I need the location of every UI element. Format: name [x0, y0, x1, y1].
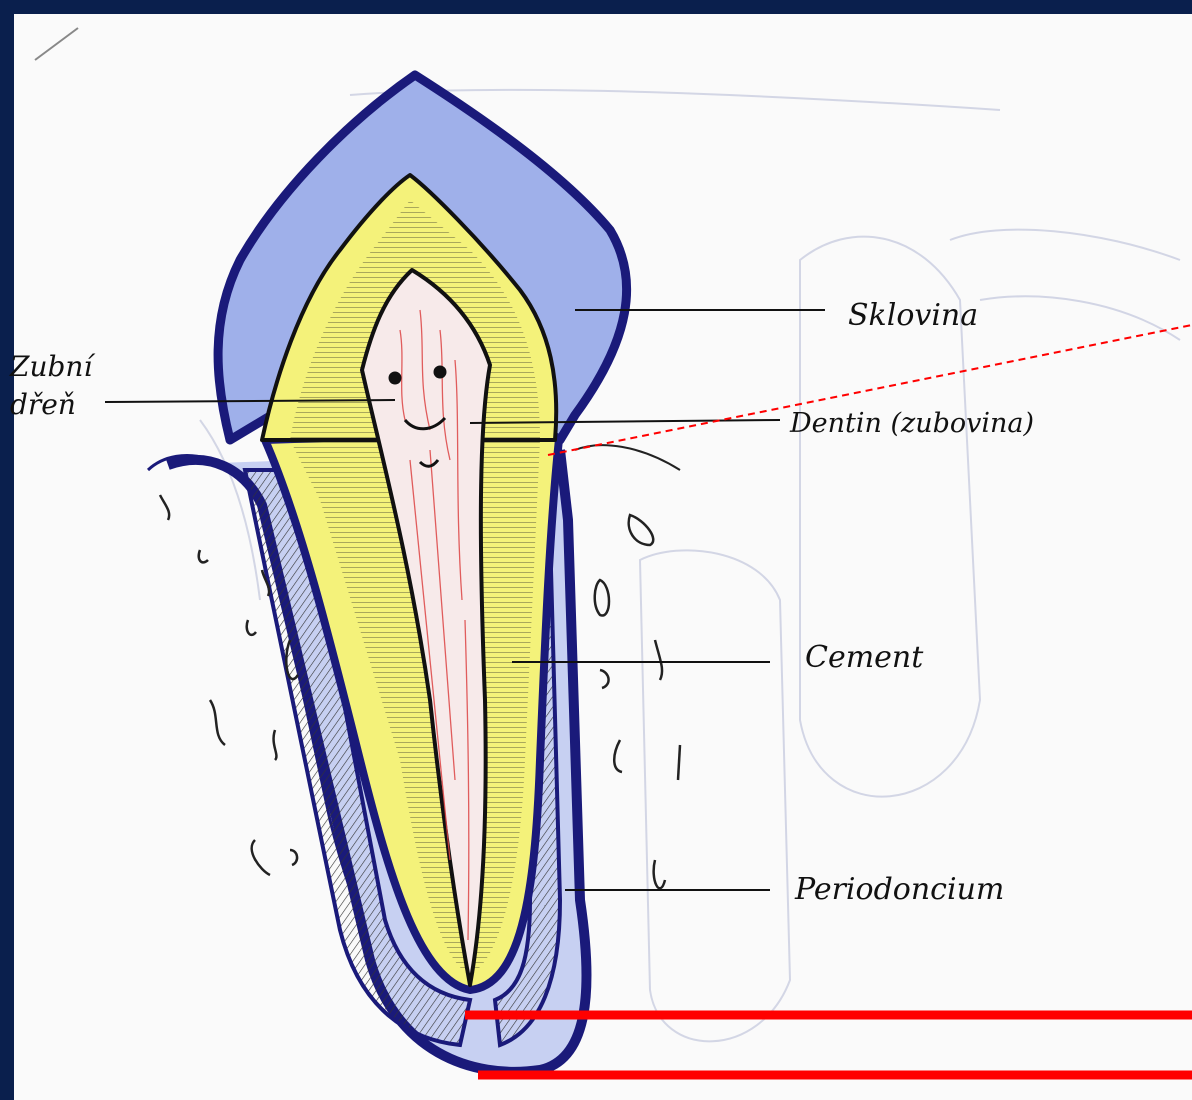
label-periodontium: Periodoncium: [795, 872, 1004, 907]
label-pulp-line1: Zubní: [10, 350, 92, 383]
label-pulp-line2: dřeň: [10, 388, 76, 421]
label-enamel: Sklovina: [848, 298, 978, 333]
label-cement: Cement: [805, 640, 923, 675]
label-dentin: Dentin (zubovina): [790, 408, 1034, 439]
pencil-mark: [35, 28, 78, 60]
